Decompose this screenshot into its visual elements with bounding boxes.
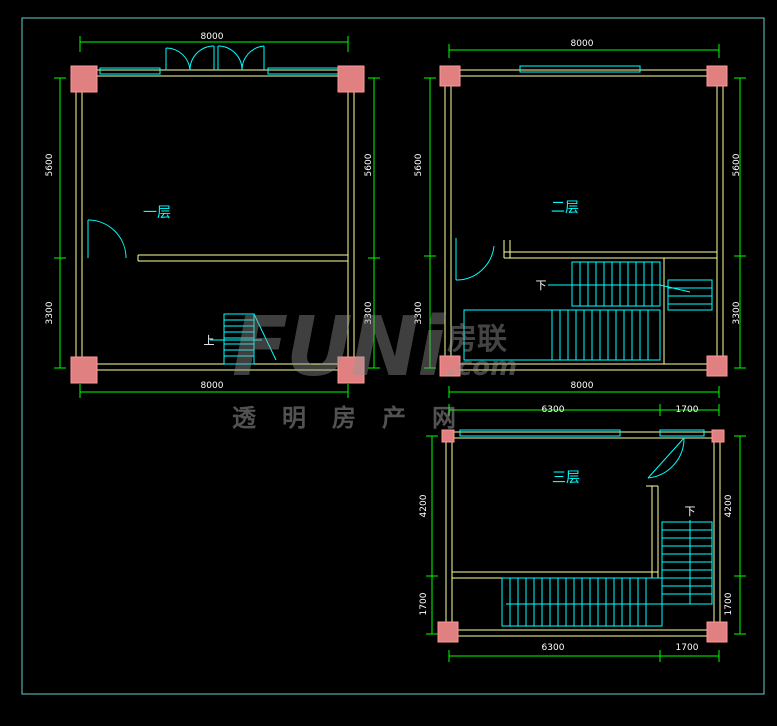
floor2-dim-bottom: 8000 — [571, 381, 594, 391]
floor2-title: 二层 — [551, 200, 579, 216]
floor3-stairs — [459, 429, 713, 627]
floor1-dim-right-upper: 5600 — [364, 153, 374, 176]
floor-plan-2 — [424, 44, 746, 398]
floor1-dimensions — [54, 36, 380, 398]
floor3-columns — [437, 429, 728, 643]
floor3-dim-right-lower: 1700 — [724, 592, 734, 615]
floor3-title: 三层 — [552, 470, 580, 486]
floor1-dim-top: 8000 — [201, 32, 224, 42]
floor3-walls — [445, 431, 721, 637]
floor1-columns — [70, 65, 365, 384]
floor2-dim-right-lower: 3300 — [732, 301, 742, 324]
floor2-dim-top: 8000 — [571, 39, 594, 49]
floor3-dim-bottom-right: 1700 — [676, 643, 699, 653]
floor1-dim-left-upper: 5600 — [45, 153, 55, 176]
floor3-dim-right-upper: 4200 — [724, 494, 734, 517]
floor3-dim-top-right: 1700 — [676, 405, 699, 415]
floor-plan-1 — [54, 36, 380, 398]
floor1-walls — [75, 69, 355, 371]
floor2-dim-left-lower: 3300 — [414, 301, 424, 324]
floor3-dim-left-lower: 1700 — [419, 592, 429, 615]
floor1-dim-left-lower: 3300 — [45, 301, 55, 324]
floor1-dim-right-lower: 3300 — [364, 301, 374, 324]
floor3-dim-left-upper: 4200 — [419, 494, 429, 517]
floor1-title: 一层 — [143, 205, 171, 221]
floor3-stair-label: 下 — [685, 505, 696, 518]
plan-labels: 一层 8000 8000 5600 3300 5600 3300 上 二层 80… — [45, 32, 742, 653]
floor3-dim-top-left: 6300 — [542, 405, 565, 415]
floor1-stair-label: 上 — [204, 334, 215, 347]
floor1-doors — [87, 45, 339, 365]
floor-plan-3 — [426, 404, 746, 662]
floor2-dimensions — [424, 44, 746, 398]
floor3-dim-bottom-left: 6300 — [542, 643, 565, 653]
floor2-walls — [444, 69, 724, 371]
floor2-dim-left-upper: 5600 — [414, 153, 424, 176]
floor2-stairs — [455, 65, 713, 361]
floor1-dim-bottom: 8000 — [201, 381, 224, 391]
floor2-dim-right-upper: 5600 — [732, 153, 742, 176]
floor2-stair-label: 下 — [536, 279, 547, 292]
floor3-dimensions — [426, 404, 746, 662]
floor2-columns — [439, 65, 728, 377]
drawing-frame — [21, 17, 765, 695]
